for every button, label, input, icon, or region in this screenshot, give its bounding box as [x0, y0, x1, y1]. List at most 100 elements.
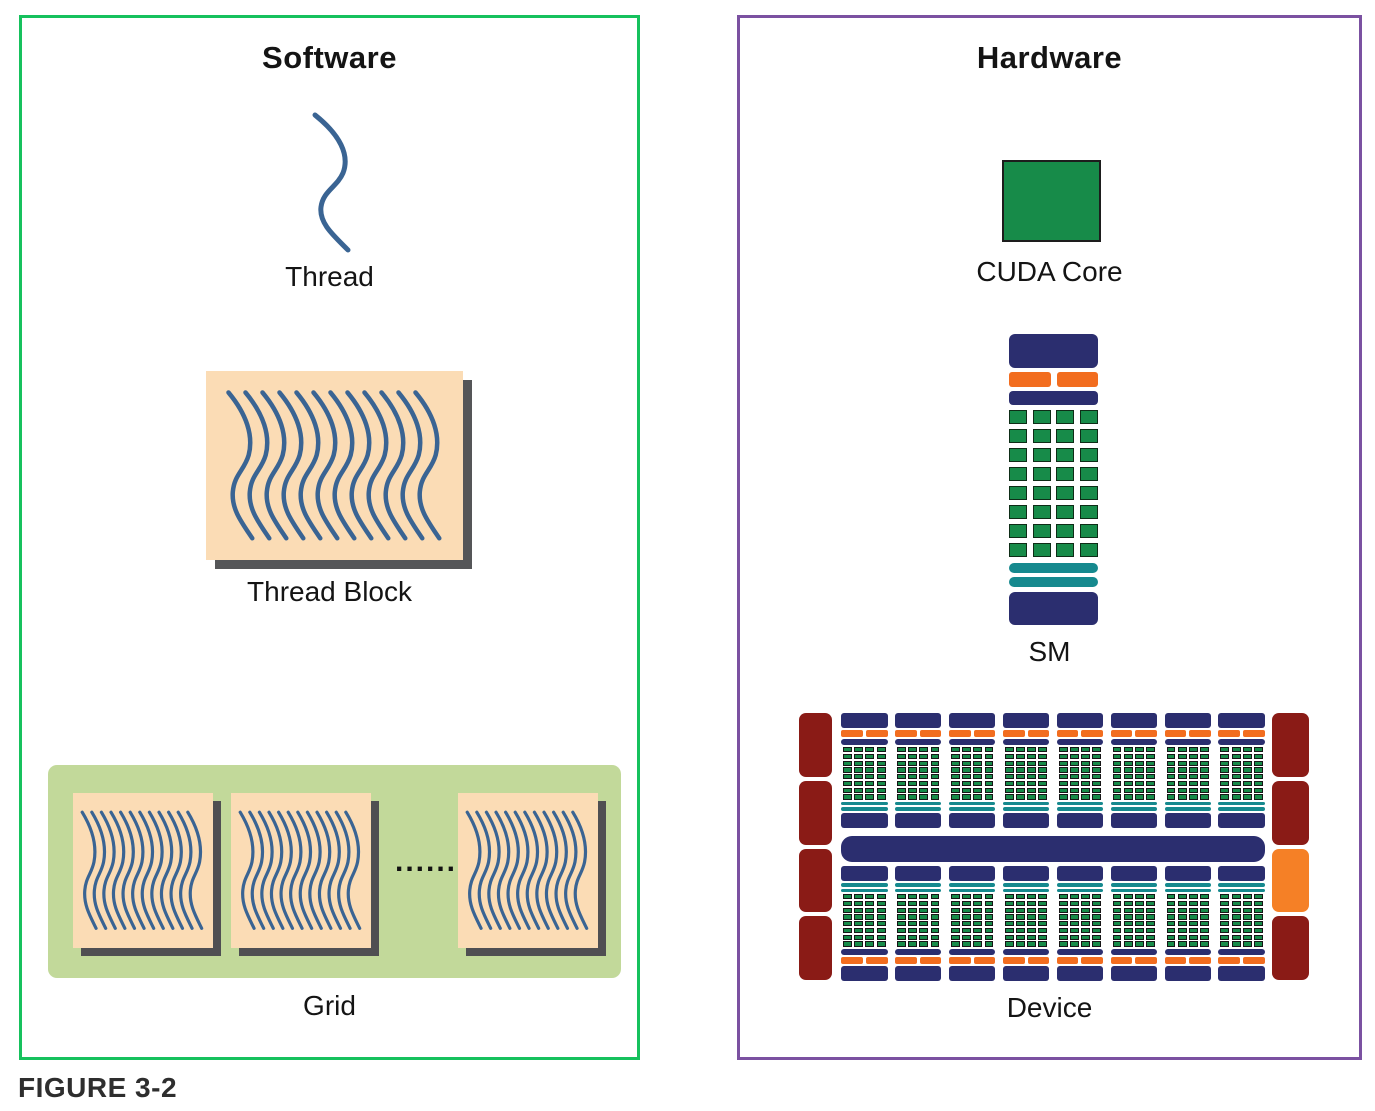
mini-core-cell [1112, 921, 1122, 927]
sm-label: SM [1028, 636, 1071, 667]
software-panel: Software Thread Thread Block ...... Grid [19, 15, 640, 1060]
mini-core-cell [1188, 921, 1198, 927]
mini-core-cell [1135, 934, 1144, 940]
mini-core-cell [930, 794, 940, 800]
mini-core-cell [865, 747, 875, 753]
mini-core-cell [1242, 787, 1252, 793]
mini-core-cell [1004, 753, 1014, 759]
mini-core-cell [1177, 780, 1187, 787]
mini-core-cell [908, 894, 917, 900]
device-sm-column [841, 713, 888, 828]
mini-core-cell [919, 794, 929, 800]
mini-core-cell [1058, 934, 1068, 940]
mini-core-cell [1038, 894, 1048, 900]
mini-core-cell [1027, 914, 1037, 920]
sm-core-grid [1009, 410, 1098, 557]
mini-sm-orange-bar [1002, 730, 1025, 737]
mini-core-cell [896, 894, 906, 900]
mini-sm-navy-bar [948, 965, 996, 981]
mini-sm-orange-bar [1110, 730, 1133, 737]
mini-core-cell [1254, 774, 1263, 780]
mini-core-cell [1004, 941, 1014, 947]
mini-core-cell [1254, 907, 1263, 913]
mini-core-cell [1081, 787, 1090, 793]
mini-core-cell [1081, 914, 1090, 920]
mini-core-cell [1254, 934, 1263, 940]
cuda-core-cell [1079, 448, 1098, 462]
thread-wave-line [267, 810, 285, 930]
mini-sm-navy-bar [841, 965, 888, 981]
mini-core-cell [984, 927, 994, 934]
mini-core-cell [1242, 927, 1252, 934]
mini-core-cell [1069, 914, 1079, 920]
cuda-core-cell [1056, 467, 1075, 481]
mini-core-cell [973, 907, 983, 913]
mini-sm-orange-bar [1081, 956, 1104, 964]
mini-core-cell [919, 907, 929, 913]
mini-sm-navy-bar [948, 866, 996, 881]
mini-core-cell [1231, 774, 1241, 780]
mini-core-cell [854, 921, 864, 927]
thread-label: Thread [285, 261, 374, 292]
mini-core-cell [950, 900, 960, 906]
mini-core-cell [950, 894, 960, 900]
mini-core-cell [1038, 753, 1048, 759]
mini-core-cell [984, 794, 994, 800]
mini-core-cell [1092, 900, 1102, 906]
mini-core-cell [950, 760, 960, 766]
mini-core-cell [1015, 767, 1025, 773]
device-memory-block-red [1272, 780, 1309, 845]
cuda-core-cell [1009, 543, 1028, 557]
mini-core-cell [1200, 794, 1210, 800]
mini-core-cell [950, 927, 960, 934]
mini-sm-navy-bar [1110, 812, 1158, 828]
mini-core-cell [876, 907, 886, 913]
mini-core-cell [950, 767, 960, 773]
thread-wave-line [242, 390, 272, 541]
mini-core-cell [1015, 753, 1025, 759]
mini-core-cell [919, 767, 929, 773]
mini-core-cell [908, 941, 917, 947]
mini-core-cell [1177, 941, 1187, 947]
mini-core-cell [1166, 760, 1176, 766]
mini-core-cell [1038, 927, 1048, 934]
device-sm-column [1002, 713, 1050, 828]
mini-sm-orange-row [1164, 730, 1212, 737]
mini-core-cell [950, 753, 960, 759]
mini-core-cell [1027, 767, 1037, 773]
mini-core-cell [1254, 753, 1263, 759]
mini-core-cell [1004, 934, 1014, 940]
mini-core-cell [1092, 894, 1102, 900]
mini-core-cell [1177, 907, 1187, 913]
mini-sm-teal-bar [1218, 801, 1265, 806]
mini-core-cell [865, 934, 875, 940]
mini-core-cell [1220, 934, 1230, 940]
sm-teal-bar [1009, 563, 1098, 573]
mini-core-cell [1058, 927, 1068, 934]
mini-core-cell [908, 921, 917, 927]
grid-box: ...... [48, 765, 621, 978]
thread-wave-line [138, 810, 156, 930]
device-sm-column [1164, 866, 1212, 981]
cuda-core-label: CUDA Core [976, 256, 1123, 287]
mini-core-cell [865, 760, 875, 766]
mini-sm-teal-bar [1164, 807, 1212, 811]
thread-wave-line [277, 810, 295, 930]
mini-sm-orange-bar [1218, 730, 1241, 737]
mini-core-cell [950, 794, 960, 800]
mini-core-cell [1188, 767, 1198, 773]
mini-core-cell [1069, 787, 1079, 793]
mini-sm-core-grid [1218, 894, 1265, 947]
mini-core-cell [1123, 753, 1133, 759]
mini-core-cell [950, 934, 960, 940]
mini-core-cell [1177, 787, 1187, 793]
mini-core-cell [1038, 767, 1048, 773]
thread-wave-line [310, 390, 340, 541]
mini-core-cell [896, 747, 906, 753]
mini-sm-teal-bar [894, 888, 942, 892]
cuda-core-cell [1056, 543, 1075, 557]
mini-core-cell [1177, 927, 1187, 934]
mini-core-cell [1004, 914, 1014, 920]
cuda-core-cell [1032, 467, 1051, 481]
mini-core-cell [1146, 780, 1156, 787]
